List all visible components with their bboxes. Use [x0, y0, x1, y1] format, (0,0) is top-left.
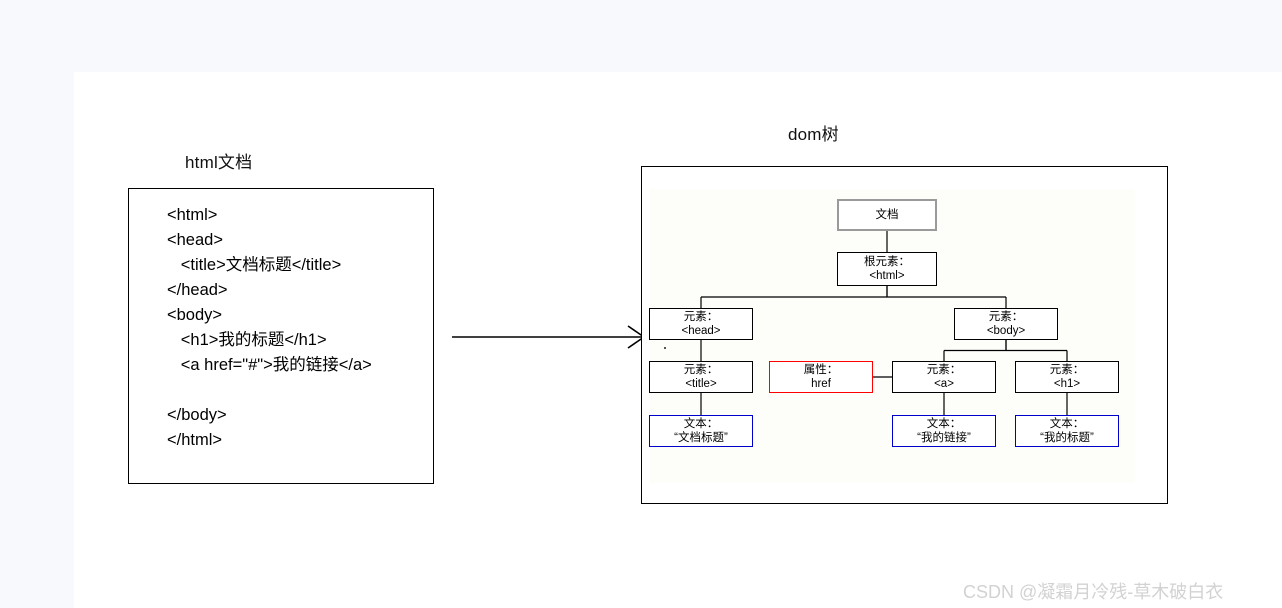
stray-dot-artifact	[664, 347, 666, 349]
dom-node-label-secondary: “我的链接”	[917, 432, 971, 444]
dom-node-label-primary: 元素：	[988, 311, 1024, 323]
code-line: <a href="#">我的链接</a>	[167, 356, 372, 374]
dom-node-root-html: 根元素： <html>	[837, 252, 937, 286]
dom-node-label-secondary: <a>	[934, 378, 954, 390]
dom-tree-title: dom树	[788, 125, 839, 144]
code-line	[129, 378, 433, 403]
dom-node-document: 文档	[837, 199, 937, 231]
html-source-code-list: <html> <head> <title>文档标题</title> </head> <…	[129, 189, 433, 453]
dom-node-label-primary: 属性：	[803, 364, 839, 376]
code-line: </head>	[167, 281, 228, 299]
dom-node-label-secondary: <html>	[869, 270, 905, 282]
dom-node-label-secondary: <body>	[986, 325, 1026, 337]
dom-node-label-secondary: “我的标题”	[1040, 432, 1094, 444]
dom-node-elem-head: 元素： <head>	[649, 308, 753, 340]
dom-node-elem-title: 元素： <title>	[649, 361, 753, 393]
dom-node-label-primary: 元素：	[683, 364, 719, 376]
dom-node-elem-h1: 元素： <h1>	[1015, 361, 1119, 393]
dom-node-label-secondary: <title>	[685, 378, 717, 390]
dom-node-label-primary: 文本：	[683, 418, 719, 430]
dom-node-text-h1: 文本： “我的标题”	[1015, 415, 1119, 447]
dom-node-text-title: 文本： “文档标题”	[649, 415, 753, 447]
dom-node-label-secondary: <h1>	[1053, 378, 1081, 390]
dom-node-label-primary: 文本：	[926, 418, 962, 430]
dom-node-label-secondary: <head>	[681, 325, 721, 337]
dom-node-label-primary: 文本：	[1049, 418, 1085, 430]
dom-node-label-primary: 根元素：	[864, 256, 910, 268]
dom-node-attr-href: 属性： href	[769, 361, 873, 393]
dom-node-elem-a: 元素： <a>	[892, 361, 996, 393]
dom-node-label-primary: 元素：	[1049, 364, 1085, 376]
code-line: </html>	[167, 431, 223, 449]
dom-tree-panel: 文档根元素： <html> 元素： <head> 元素： <body> 元素： <title>…	[641, 166, 1168, 504]
dom-node-label-primary: 文档	[875, 209, 899, 221]
dom-node-label-secondary: href	[811, 378, 831, 390]
page-card: html文档 dom树 <html> <head> <title>文档标题</ti…	[74, 72, 1282, 608]
dom-node-elem-body: 元素： <body>	[954, 308, 1058, 340]
right-arrow-icon	[452, 325, 646, 349]
dom-node-text-a: 文本： “我的链接”	[892, 415, 996, 447]
dom-node-label-primary: 元素：	[683, 311, 719, 323]
code-line: <h1>我的标题</h1>	[167, 331, 327, 349]
dom-node-label-primary: 元素：	[926, 364, 962, 376]
dom-tree-connectors	[700, 231, 1068, 415]
code-line: </body>	[167, 406, 227, 424]
code-line: <title>文档标题</title>	[167, 256, 342, 274]
csdn-watermark: CSDN @凝霜月冷残-草木破白衣	[963, 582, 1224, 602]
code-line: <head>	[167, 231, 223, 249]
html-doc-title: html文档	[185, 153, 253, 172]
code-line: <body>	[167, 306, 223, 324]
dom-node-label-secondary: “文档标题”	[674, 432, 728, 444]
html-source-panel: <html> <head> <title>文档标题</title> </head> <…	[128, 188, 434, 484]
code-line: <html>	[167, 206, 218, 224]
